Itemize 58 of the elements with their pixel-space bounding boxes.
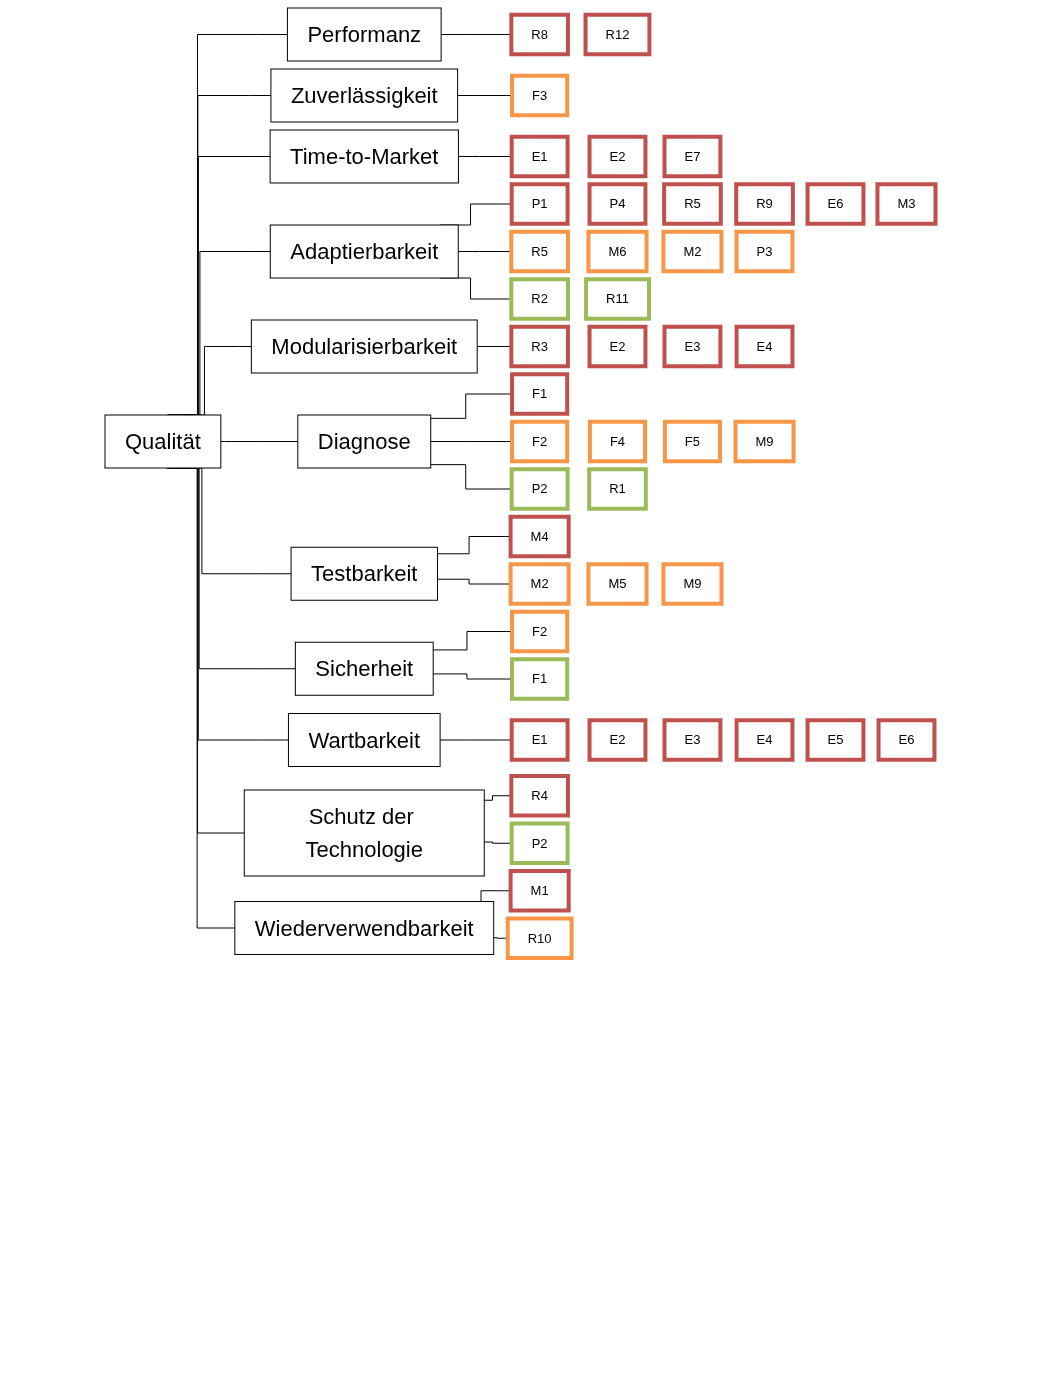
node-box: P2 <box>509 467 570 511</box>
node-box: Qualität <box>104 414 222 469</box>
node-box: E4 <box>734 718 795 762</box>
node-box: E1 <box>509 134 570 179</box>
node-box: E3 <box>662 324 723 369</box>
node-box: M3 <box>875 182 938 226</box>
node-box: E2 <box>587 718 648 762</box>
node-box: M1 <box>508 869 571 913</box>
node-box: M5 <box>586 562 649 606</box>
node-box: R10 <box>505 916 574 960</box>
node-box: Zuverlässigkeit <box>270 68 458 123</box>
node-box: M2 <box>661 229 724 274</box>
node-box: E1 <box>509 718 570 762</box>
node-box: P4 <box>587 182 648 226</box>
node-box: R4 <box>509 774 570 818</box>
node-box: P3 <box>734 229 795 274</box>
node-box: R2 <box>509 277 570 321</box>
node-box: M4 <box>508 514 571 559</box>
node-box: Schutz der Technologie <box>243 789 485 877</box>
node-box: E2 <box>587 324 648 369</box>
node-box: F1 <box>509 372 569 416</box>
node-box: F4 <box>587 419 647 464</box>
node-box: Testbarkeit <box>290 546 438 601</box>
node-box: Sicherheit <box>294 641 434 696</box>
node-box: F2 <box>509 609 569 654</box>
node-box: R11 <box>583 277 651 321</box>
node-box: E5 <box>805 718 866 762</box>
node-box: R5 <box>661 182 723 226</box>
node-box: E3 <box>662 718 723 762</box>
node-box: F3 <box>509 73 569 118</box>
connector <box>220 441 298 442</box>
node-box: R5 <box>509 229 570 274</box>
node-box: M2 <box>508 562 571 606</box>
node-box: E4 <box>734 324 795 369</box>
node-box: R8 <box>509 12 570 57</box>
node-box: Time-to-Market <box>269 129 459 184</box>
node-box: F5 <box>662 419 722 464</box>
node-box: Performanz <box>286 7 442 62</box>
node-box: E2 <box>587 134 648 179</box>
node-box: F2 <box>509 419 569 464</box>
node-box: E7 <box>662 134 723 179</box>
node-box: R12 <box>583 12 652 57</box>
node-box: R9 <box>733 182 795 226</box>
node-box: M6 <box>586 229 649 274</box>
node-box: M9 <box>733 419 796 464</box>
node-box: Wartbarkeit <box>287 713 441 767</box>
node-box: R1 <box>586 467 648 511</box>
node-box: P2 <box>509 821 570 865</box>
node-box: E6 <box>876 718 937 762</box>
node-box: R3 <box>509 324 570 369</box>
node-box: P1 <box>509 182 570 226</box>
node-box: Diagnose <box>297 414 431 469</box>
node-box: E6 <box>805 182 866 226</box>
node-box: Adaptierbarkeit <box>269 224 459 279</box>
node-box: F1 <box>509 657 569 701</box>
node-box: M9 <box>661 562 724 606</box>
node-box: Modularisierbarkeit <box>250 319 478 374</box>
node-box: Wiederverwendbarkeit <box>234 901 494 955</box>
